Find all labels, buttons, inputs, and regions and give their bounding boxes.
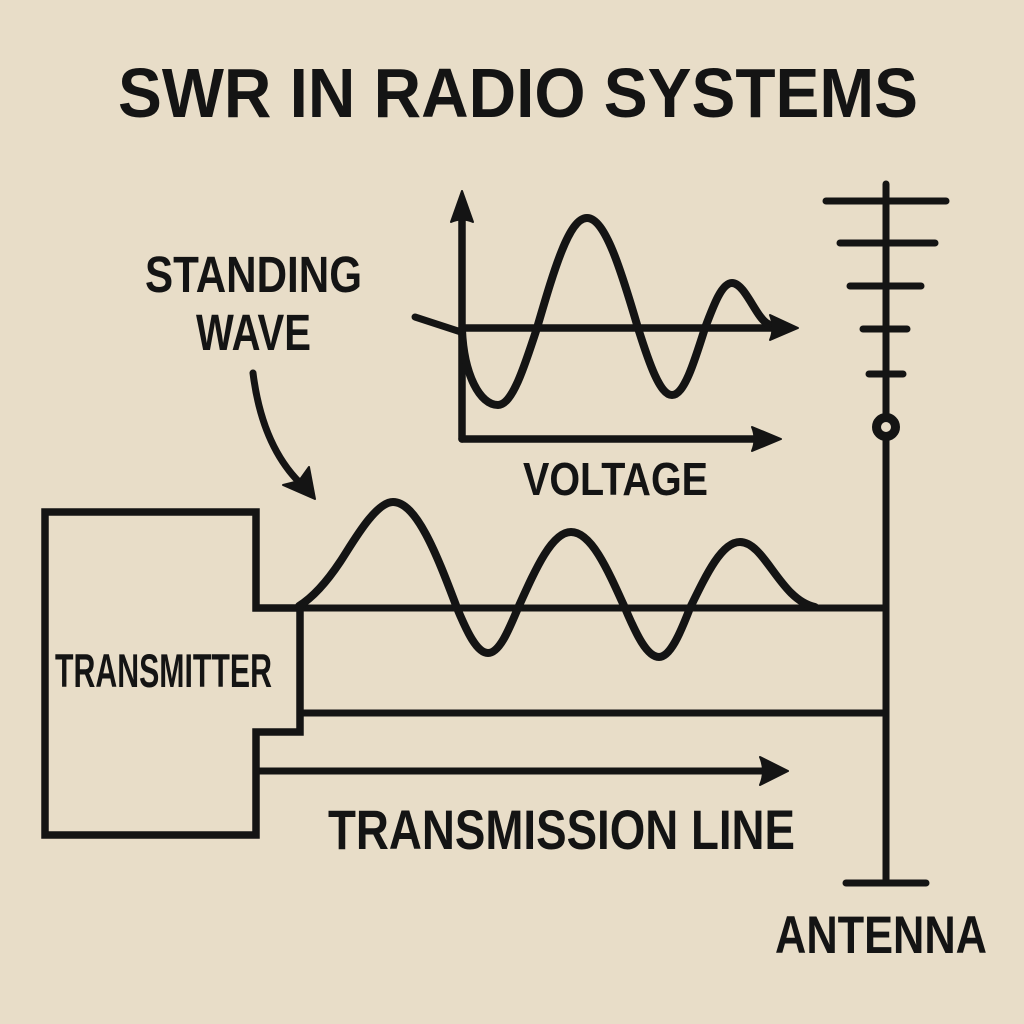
standing-wave-label-line2: WAVE [196, 304, 311, 361]
voltage-graph: VOLTAGE [411, 190, 799, 505]
voltage-waveform [458, 214, 772, 409]
standing-waveform [295, 498, 819, 661]
page-title: SWR IN RADIO SYSTEMS [118, 54, 918, 132]
callout-arrow-shaft [249, 369, 304, 487]
x-axis-middle-arrowhead [769, 314, 799, 341]
x-axis-bottom-arrowhead [751, 426, 782, 452]
feed-point-ring-icon [872, 413, 900, 441]
y-axis-arrowhead [450, 190, 474, 223]
voltage-lead-in-line [411, 313, 465, 336]
standing-wave-label-line1: STANDING [145, 246, 362, 303]
direction-arrow [252, 756, 789, 786]
voltage-label: VOLTAGE [523, 453, 708, 505]
transmission-line: TRANSMISSION LINE [252, 498, 890, 861]
curved-arrow-icon [249, 369, 316, 500]
antenna-elements [822, 197, 950, 378]
transmitter: TRANSMITTER [41, 508, 304, 839]
callout-arrow-head [282, 466, 316, 500]
arrow-right-icon [759, 756, 789, 786]
transmitter-box [41, 508, 304, 839]
transmitter-label: TRANSMITTER [55, 644, 272, 697]
antenna-label: ANTENNA [775, 906, 987, 965]
antenna: ANTENNA [775, 180, 987, 965]
standing-wave-callout: STANDING WAVE [145, 246, 362, 500]
transmission-line-label: TRANSMISSION LINE [328, 798, 795, 861]
